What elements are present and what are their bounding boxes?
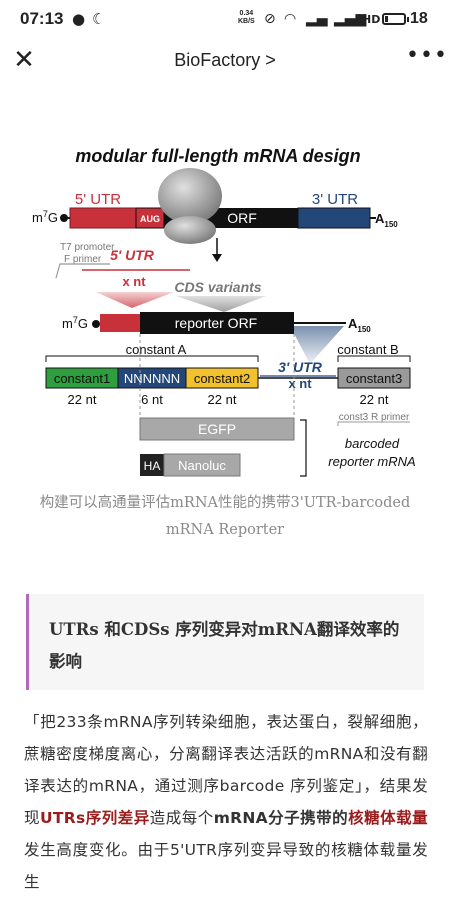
utr5-funnel (96, 292, 174, 308)
reporter-polya-label: A150 (348, 316, 371, 334)
aug-label: AUG (140, 214, 160, 224)
barcoded-label: barcoded (345, 436, 400, 451)
wifi-icon: ◠ (284, 11, 297, 27)
highlight-ribosome-load: 核糖体载量 (348, 809, 428, 827)
status-bar: 07:13 ● ☾ 0.34 KB/S ⊘ ◠ ▂▄ ▂▄▆ HD 18 (0, 0, 450, 40)
ribosome-small-subunit (164, 216, 216, 244)
signal-icon: ▂▄ (306, 11, 328, 27)
battery-fill (385, 16, 388, 22)
mrna-diagram: modular full-length mRNA design m7G 5' U… (32, 146, 416, 477)
ha-label: HA (144, 459, 161, 473)
t7-promoter-label: T7 promoter (60, 242, 115, 253)
moon-icon: ☾ (92, 10, 106, 28)
constant-b-bracket (337, 355, 411, 362)
primer-line (55, 263, 110, 279)
highlight-utr-difference: UTRs序列差异 (40, 809, 150, 827)
reporter-cap-dot (92, 320, 100, 328)
ribosome-large-subunit (158, 168, 222, 224)
reporter-orf-label: reporter ORF (175, 315, 257, 331)
utr3-funnel (290, 326, 344, 364)
close-icon[interactable]: ✕ (13, 45, 35, 75)
utr3-variant-label: 3' UTR (278, 359, 323, 375)
barcode-label: NNNNNN (124, 371, 180, 386)
hd-icon: HD (362, 13, 381, 26)
constant2-length: 22 nt (208, 392, 237, 407)
utr3-label: 3' UTR (312, 191, 358, 208)
reporter-mrna-label: reporter mRNA (328, 454, 415, 469)
ha-block (140, 454, 164, 476)
nav-bar: ✕ BioFactory > ••• (0, 40, 450, 86)
signal-4g-icon: ▂▄▆ (334, 11, 367, 27)
para-text-1: 「把233条mRNA序列转染细胞，表达蛋白，裂解细胞，蔗糖密度梯度离心，分离翻译… (24, 713, 428, 827)
para-text-3: 发生高度变化。由于5'UTR序列变异导致的核糖体载量发生 (24, 841, 428, 891)
constant-a-label: constant A (126, 342, 187, 357)
utr5-xnt-label: x nt (122, 274, 146, 289)
r-primer-label: const3 R primer (339, 412, 410, 423)
constant3-label: constant3 (346, 371, 402, 386)
utr3-xnt-label: x nt (288, 376, 312, 391)
arrow-down-icon (212, 254, 222, 262)
network-speed: 0.34 KB/S (238, 10, 255, 25)
section-heading-box: UTRs 和CDSs 序列变异对mRNA翻译效率的影响 (26, 594, 424, 690)
reporter-bracket (300, 419, 307, 477)
figure-caption: 构建可以高通量评估mRNA性能的携带3'UTR-barcoded mRNA Re… (39, 495, 411, 538)
constant3-block (337, 367, 411, 389)
utr5-block (69, 207, 137, 229)
section-heading: UTRs 和CDSs 序列变异对mRNA翻译效率的影响 (49, 620, 400, 671)
constant3-length: 22 nt (360, 392, 389, 407)
utr5-variant-label: 5' UTR (110, 247, 155, 263)
status-time: 07:13 (20, 9, 64, 28)
constant1-label: constant1 (54, 371, 110, 386)
constant-a-bracket (45, 355, 259, 362)
reporter-utr5-block (100, 314, 140, 332)
cds-funnel (176, 296, 266, 312)
figure-title: modular full-length mRNA design (75, 146, 360, 166)
egfp-block (139, 417, 295, 441)
constant2-label: constant2 (194, 371, 250, 386)
para-text-2: 造成每个 (149, 809, 214, 827)
nanoluc-block (163, 453, 241, 477)
nfc-icon: ⊘ (264, 11, 276, 27)
cap-label: m7G (32, 209, 58, 225)
constant1-length: 22 nt (68, 392, 97, 407)
nanoluc-label: Nanoluc (178, 458, 226, 473)
reporter-orf-block (140, 312, 294, 334)
orf-label: ORF (227, 210, 257, 226)
mrna-design-figure: modular full-length mRNA design m7G 5' U… (0, 130, 450, 485)
utr3-block (297, 207, 371, 229)
barcode-length: 6 nt (141, 392, 163, 407)
body-paragraph: 「把233条mRNA序列转染细胞，表达蛋白，裂解细胞，蔗糖密度梯度离心，分离翻译… (24, 706, 428, 898)
f-primer-label: F primer (64, 254, 102, 265)
more-icon[interactable]: ••• (406, 43, 448, 68)
reporter-cap-label: m7G (62, 315, 88, 331)
cds-variants-label: CDS variants (174, 279, 261, 295)
battery-icon (382, 13, 409, 25)
page-title[interactable]: BioFactory > (174, 50, 276, 70)
constant-b-label: constant B (337, 342, 398, 357)
bold-mrna-molecule: mRNA分子携带的 (213, 809, 349, 827)
battery-level: 18 (410, 10, 428, 27)
polya-label: A150 (375, 211, 398, 229)
egfp-label: EGFP (198, 421, 236, 437)
chat-bubble-icon: ● (72, 10, 86, 28)
utr5-label: 5' UTR (75, 191, 121, 208)
